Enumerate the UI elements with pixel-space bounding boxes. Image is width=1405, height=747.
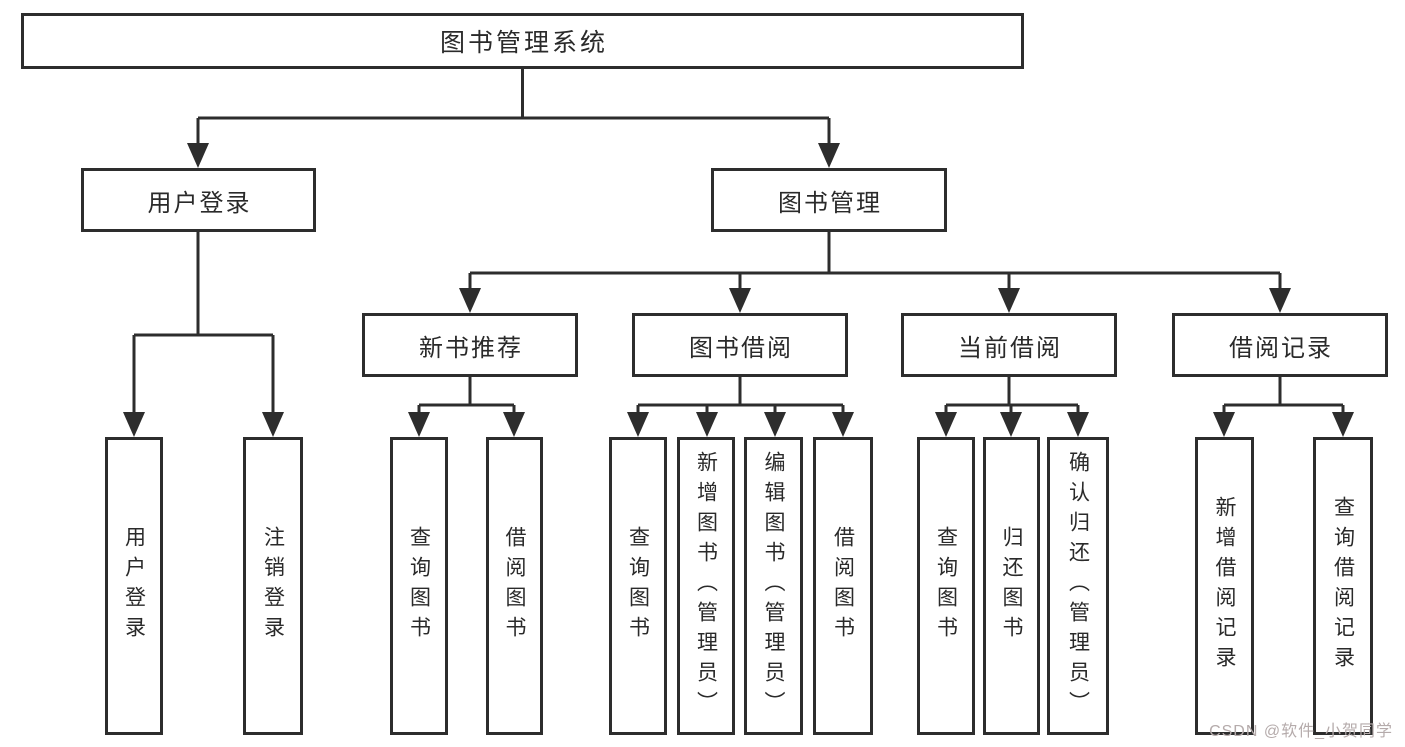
- node-label: 用户登录: [147, 189, 252, 217]
- leaf-query-books-recommend: 查询图书: [390, 437, 448, 735]
- leaf-query-books-borrow: 查询图书: [609, 437, 667, 735]
- csdn-watermark: CSDN @软件_小贺同学: [1209, 723, 1393, 740]
- node-current-borrow: 当前借阅: [901, 313, 1117, 377]
- leaf-label: 确认归还（管理员）: [1066, 451, 1090, 721]
- leaf-confirm-return-admin: 确认归还（管理员）: [1047, 437, 1109, 735]
- leaf-borrow-books-recommend: 借阅图书: [486, 437, 543, 735]
- node-book-borrow: 图书借阅: [632, 313, 848, 377]
- leaf-add-books-admin: 新增图书（管理员）: [677, 437, 735, 735]
- node-user-login: 用户登录: [81, 168, 316, 232]
- node-label: 图书管理系统: [439, 29, 608, 57]
- node-label: 新书推荐: [419, 334, 523, 362]
- leaf-edit-books-admin: 编辑图书（管理员）: [744, 437, 803, 735]
- leaf-query-books-current: 查询图书: [917, 437, 975, 735]
- node-new-book-recommend: 新书推荐: [362, 313, 578, 377]
- node-label: 当前借阅: [958, 334, 1062, 362]
- node-label: 图书借阅: [689, 334, 793, 362]
- leaf-add-borrow-record: 新增借阅记录: [1195, 437, 1254, 735]
- leaf-label: 借阅图书: [831, 526, 855, 646]
- node-label: 借阅记录: [1229, 334, 1333, 362]
- leaf-label: 查询图书: [407, 526, 431, 646]
- leaf-return-books: 归还图书: [983, 437, 1040, 735]
- node-label: 图书管理: [778, 189, 882, 217]
- node-borrow-records: 借阅记录: [1172, 313, 1388, 377]
- leaf-borrow-books: 借阅图书: [813, 437, 873, 735]
- node-root-system: 图书管理系统: [21, 13, 1024, 69]
- leaf-label: 编辑图书（管理员）: [762, 451, 785, 721]
- leaf-label: 新增借阅记录: [1213, 496, 1236, 676]
- leaf-label: 用户登录: [122, 526, 146, 646]
- leaf-user-login: 用户登录: [105, 437, 163, 735]
- leaf-logout: 注销登录: [243, 437, 303, 735]
- leaf-query-borrow-record: 查询借阅记录: [1313, 437, 1373, 735]
- leaf-label: 归还图书: [1000, 526, 1023, 646]
- node-book-management: 图书管理: [711, 168, 947, 232]
- leaf-label: 注销登录: [261, 526, 285, 646]
- leaf-label: 查询图书: [626, 526, 650, 646]
- leaf-label: 查询图书: [934, 526, 958, 646]
- leaf-label: 借阅图书: [503, 526, 526, 646]
- leaf-label: 查询借阅记录: [1331, 496, 1355, 676]
- leaf-label: 新增图书（管理员）: [694, 451, 718, 721]
